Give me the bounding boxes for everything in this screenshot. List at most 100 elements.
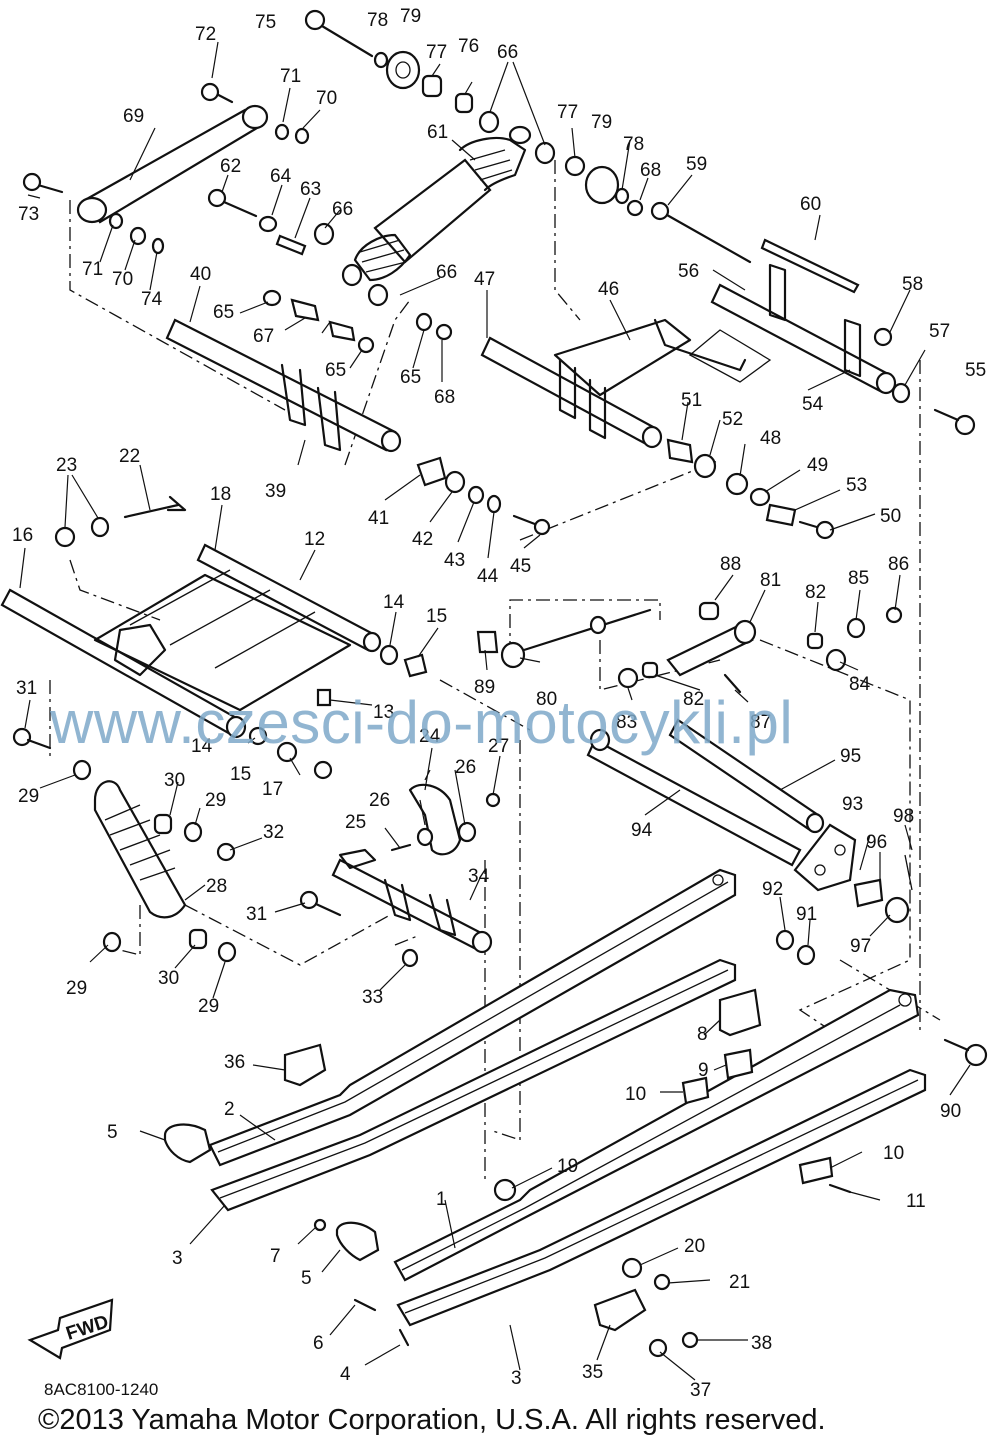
callout-29: 29 (205, 790, 226, 811)
callout-48: 48 (760, 428, 781, 449)
callout-38: 38 (751, 1333, 772, 1354)
callout-78: 78 (367, 10, 388, 31)
callout-87: 87 (750, 712, 771, 733)
bolts-59-62 (207, 155, 752, 264)
forward-direction-arrow: FWD (27, 1298, 114, 1360)
callout-88: 88 (720, 554, 741, 575)
callout-67: 67 (253, 326, 274, 347)
callout-39: 39 (265, 481, 286, 502)
callout-32: 32 (263, 822, 284, 843)
callout-27: 27 (488, 736, 509, 757)
callout-10: 10 (625, 1084, 646, 1105)
callout-23: 23 (56, 455, 77, 476)
callout-68: 68 (434, 387, 455, 408)
callout-90: 90 (940, 1101, 961, 1122)
callout-7: 7 (270, 1246, 281, 1267)
callout-4: 4 (340, 1364, 351, 1385)
rear-shafts-94-95 (586, 718, 913, 966)
front-arm-34 (299, 783, 501, 968)
callout-55: 55 (965, 360, 986, 381)
callout-1: 1 (436, 1189, 447, 1210)
callout-61: 61 (427, 122, 448, 143)
callout-21: 21 (729, 1272, 750, 1293)
callout-33: 33 (362, 987, 383, 1008)
callout-35: 35 (582, 1362, 603, 1383)
callout-65: 65 (213, 302, 234, 323)
callout-85: 85 (848, 568, 869, 589)
callout-45: 45 (510, 556, 531, 577)
callout-68: 68 (640, 160, 661, 181)
shock-absorber-61 (341, 125, 532, 287)
rear-arm-80-88 (476, 601, 903, 694)
callout-75: 75 (255, 12, 276, 33)
callout-17: 17 (262, 779, 283, 800)
callout-72: 72 (195, 24, 216, 45)
callout-49: 49 (807, 455, 828, 476)
callout-28: 28 (206, 876, 227, 897)
callout-14: 14 (383, 592, 405, 613)
callout-65: 65 (325, 360, 346, 381)
callout-64: 64 (270, 166, 292, 187)
callout-91: 91 (796, 904, 817, 925)
callout-19: 19 (557, 1156, 578, 1177)
callout-77: 77 (557, 102, 578, 123)
callout-73: 73 (18, 204, 39, 225)
callout-62: 62 (220, 156, 241, 177)
callout-29: 29 (66, 978, 87, 999)
callout-3: 3 (511, 1368, 522, 1389)
callout-36: 36 (224, 1052, 245, 1073)
callout-89: 89 (474, 677, 495, 698)
callout-26: 26 (455, 757, 476, 778)
callout-66: 66 (497, 42, 518, 63)
callout-5: 5 (301, 1268, 312, 1289)
bushings-set (416, 438, 835, 540)
callout-70: 70 (316, 88, 337, 109)
callout-29: 29 (198, 996, 219, 1017)
callout-51: 51 (681, 390, 702, 411)
callout-93: 93 (842, 794, 863, 815)
rear-pivot-shaft (710, 238, 976, 436)
top-bolt-set (304, 9, 556, 165)
front-shock-28 (12, 727, 237, 963)
callout-44: 44 (477, 566, 499, 587)
callout-82: 82 (683, 689, 704, 710)
callout-41: 41 (368, 508, 389, 529)
callout-79: 79 (400, 6, 421, 27)
callout-95: 95 (840, 746, 861, 767)
callout-5: 5 (107, 1122, 118, 1143)
callout-43: 43 (444, 550, 465, 571)
callout-30: 30 (164, 770, 185, 791)
callout-81: 81 (760, 570, 781, 591)
leader-lines (19, 41, 971, 1381)
callout-31: 31 (246, 904, 267, 925)
callout-40: 40 (190, 264, 211, 285)
callout-14: 14 (191, 736, 213, 757)
callout-37: 37 (690, 1380, 711, 1401)
callout-26: 26 (369, 790, 390, 811)
callout-22: 22 (119, 446, 140, 467)
callout-80: 80 (536, 689, 557, 710)
callout-52: 52 (722, 409, 743, 430)
callout-92: 92 (762, 879, 783, 900)
small-parts (163, 988, 988, 1358)
callout-66: 66 (436, 262, 457, 283)
watermark-url: www.czesci-do-motocykli.pl (50, 689, 794, 756)
callout-46: 46 (598, 279, 619, 300)
callout-29: 29 (18, 786, 39, 807)
callout-15: 15 (230, 764, 251, 785)
rear-arm-linkage (22, 82, 310, 255)
callout-74: 74 (141, 289, 163, 310)
callout-86: 86 (888, 554, 909, 575)
callout-56: 56 (678, 261, 699, 282)
callout-58: 58 (902, 274, 923, 295)
callout-10: 10 (883, 1143, 904, 1164)
callout-24: 24 (419, 726, 441, 747)
callout-16: 16 (12, 525, 33, 546)
callout-59: 59 (686, 154, 707, 175)
callout-53: 53 (846, 475, 867, 496)
callout-98: 98 (893, 806, 914, 827)
callout-9: 9 (698, 1060, 709, 1081)
callout-76: 76 (458, 36, 479, 57)
